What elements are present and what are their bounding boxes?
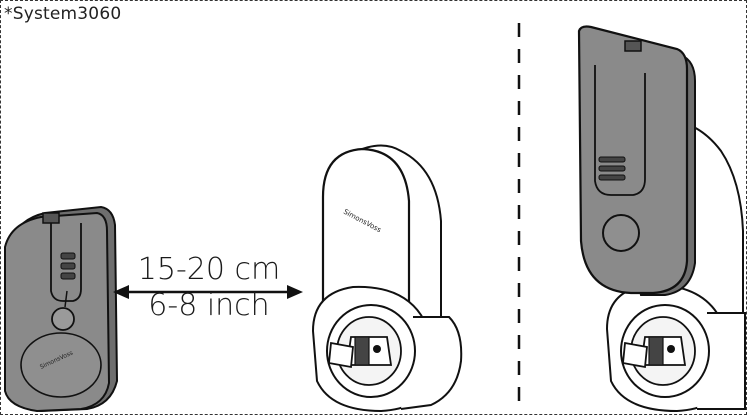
programming-device-left: [4, 205, 119, 413]
distance-imperial: 6-8 inch: [148, 288, 270, 323]
distance-metric: 15-20 cm: [137, 252, 281, 287]
distance-label: 15-20 cm 6-8 inch: [119, 253, 299, 325]
lock-cylinder-middle: [311, 144, 463, 413]
programming-device-right: [577, 25, 696, 296]
system-label: *System3060: [4, 4, 122, 24]
distance-arrow: [113, 285, 303, 299]
